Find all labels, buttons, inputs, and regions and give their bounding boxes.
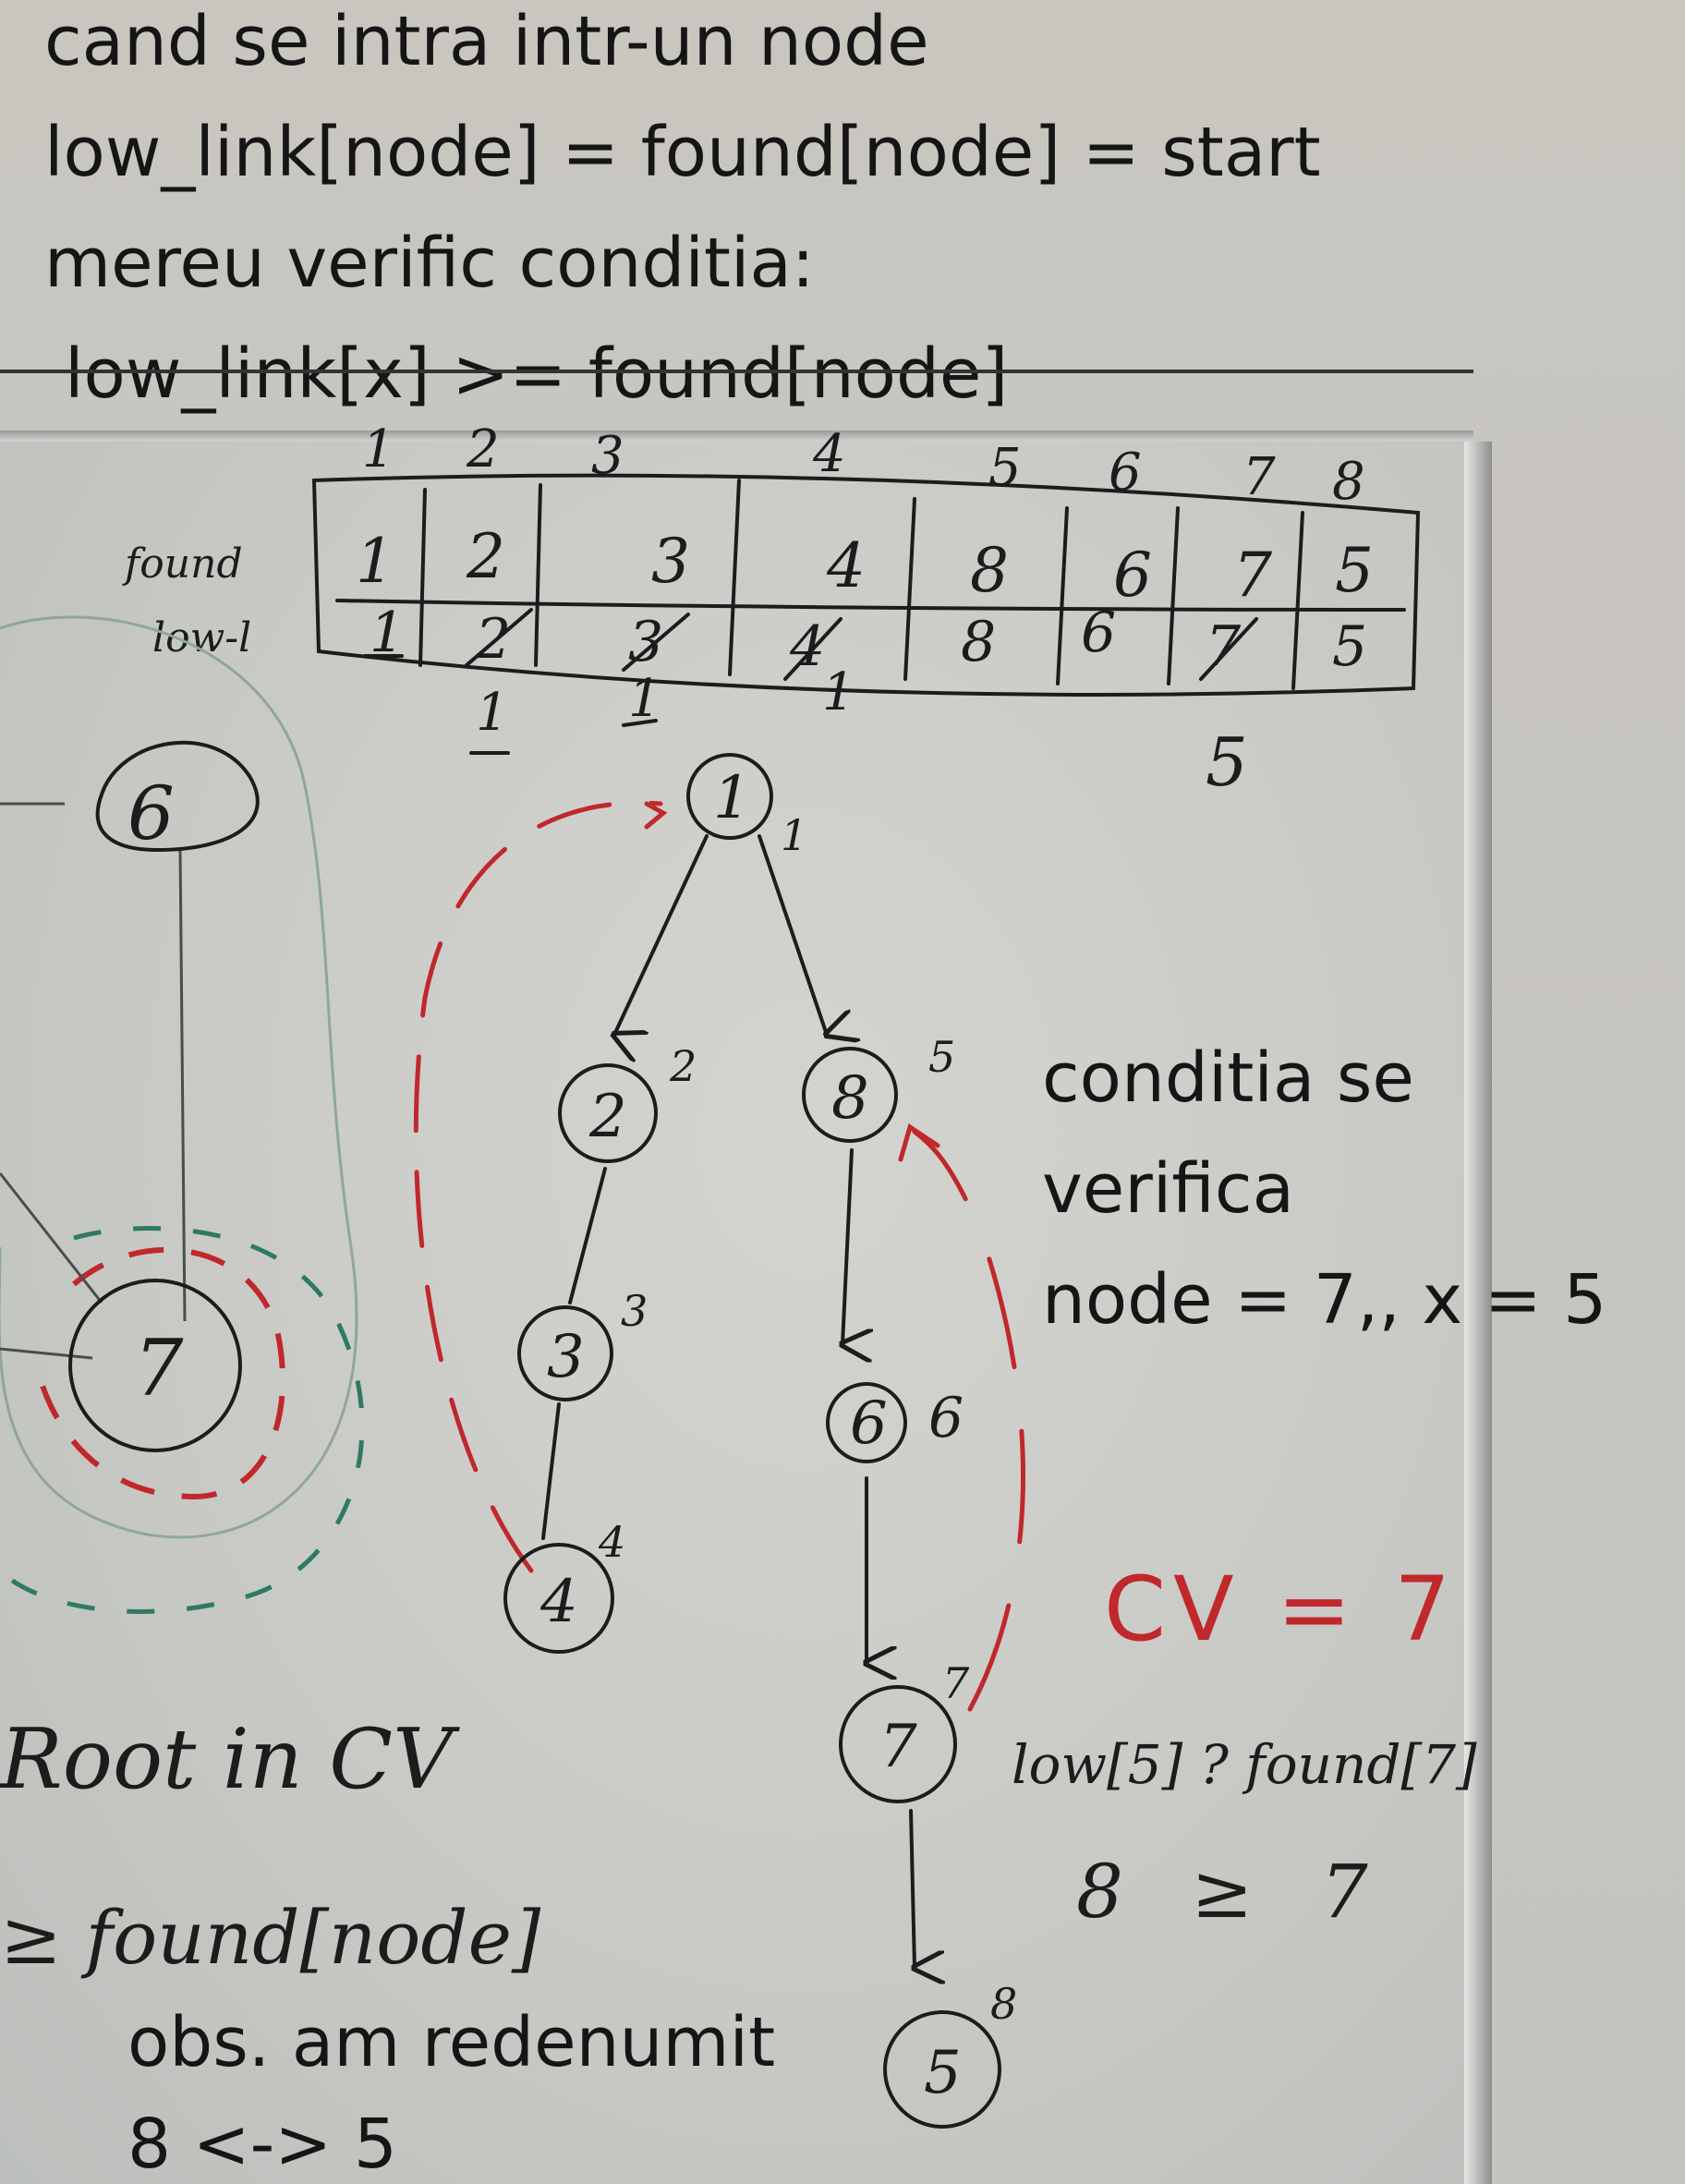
node-4-label: 4 [539,1568,578,1636]
header-line-3: mereu verific conditia: [44,224,815,303]
node-8-circle [802,1047,898,1143]
rename-line-2: 8 <-> 5 [127,2105,397,2184]
table-col-number: 4 [812,424,846,484]
edge-3-4 [541,1402,561,1540]
red-dashed-loop [34,1246,285,1500]
check-formula: low[5] ? found[7] [1012,1733,1477,1796]
node-1-circle [686,753,773,840]
header-line-1: cand se intra intr-un node [44,2,929,81]
green-dashed-loop [0,1226,365,1614]
node-2-label: 2 [588,1083,627,1151]
found-cell: 5 [1335,535,1374,606]
table-col-number: 5 [988,438,1022,498]
back-edge-7-8 [912,1129,1025,1712]
edge-2-3 [568,1167,607,1304]
node-5-found: 8 [990,1979,1017,2029]
edge-1-8 [758,834,827,1035]
table-border [311,473,1421,697]
green-outline [0,615,358,1539]
node-2-found: 2 [669,1041,697,1091]
back-edge-4-1 [413,800,663,1573]
side-node-7-circle [68,1279,242,1452]
table-col-number: 6 [1109,443,1142,503]
low-cell: 6 [1081,601,1116,665]
side-node-6-circle [95,740,260,853]
node-6-found: 6 [928,1386,964,1450]
found-cell: 7 [1233,540,1272,611]
node-8-found: 5 [928,1032,955,1082]
node-3-label: 3 [547,1323,585,1391]
found-cell: 3 [651,526,690,597]
node-5-circle [883,2010,1001,2129]
low-cell: 5 [1332,614,1367,679]
node-7-label: 7 [879,1713,917,1781]
found-note: ≥ found[node] [0,1895,541,1981]
root-note: Root in CV [0,1711,460,1808]
side-node-7-label: 7 [134,1323,184,1414]
found-cell: 2 [466,521,505,592]
node-3-found: 3 [621,1286,648,1336]
condition-line-1: conditia se [1042,1038,1414,1118]
node-5-label: 5 [924,2039,962,2107]
whiteboard-right-frame [1464,442,1492,2184]
node-6-circle [826,1382,907,1463]
found-cell: 1 [356,526,394,597]
cv-label: CV = 7 [1104,1558,1458,1661]
node-7-found: 7 [942,1658,970,1708]
low-update-value: 1 [628,669,661,729]
table-col-number: 2 [466,419,500,479]
table-col-divider [418,488,427,667]
header-line-4: low_link[x] >= found[node] [65,334,1009,414]
table-col-number: 1 [362,419,395,479]
low-cell: 2 [475,607,511,672]
edge-6-7 [178,849,187,1322]
table-row-label-found: found [122,540,243,588]
condition-line-2: verifica [1042,1149,1294,1229]
low-cell-strike [465,608,533,667]
node-6-label: 6 [850,1389,888,1458]
table-col-number: 3 [591,426,624,486]
node-1-found: 1 [781,810,807,860]
header-line-2: low_link[node] = found[node] = start [44,113,1321,192]
low-update-value: 5 [1206,723,1248,801]
low-update-value: 1 [822,662,855,722]
table-row-divider [335,599,1406,612]
condition-line-3: node = 7,, x = 5 [1042,1260,1607,1340]
rename-line-1: obs. am redenumit [127,2003,776,2082]
node-4-circle [503,1543,614,1654]
side-node-6-label: 6 [127,770,175,856]
edge-1-2 [614,834,709,1035]
background-sketch [0,615,365,1614]
node-4-found: 4 [598,1517,625,1567]
low-cell: 8 [961,610,996,674]
strike-line [0,370,1473,373]
found-cell: 6 [1113,540,1152,611]
table-col-number: 8 [1332,452,1365,512]
check-values: 8 ≥ 7 [1076,1849,1390,1935]
node-8-label: 8 [831,1064,869,1133]
node-2-circle [558,1063,658,1163]
node-1-label: 1 [713,764,751,832]
table-col-number: 7 [1243,447,1276,507]
whiteboard [0,442,1464,2184]
low-update-value: 1 [476,683,509,743]
node-3-circle [517,1305,613,1401]
data-table [311,473,1421,697]
node-7-circle [839,1685,957,1803]
edge-8-6 [842,1148,852,1344]
edge-7-5 [909,1809,915,1968]
found-cell: 4 [826,530,866,601]
found-cell: 8 [970,535,1009,606]
table-row-label-low: low-l [152,614,251,661]
